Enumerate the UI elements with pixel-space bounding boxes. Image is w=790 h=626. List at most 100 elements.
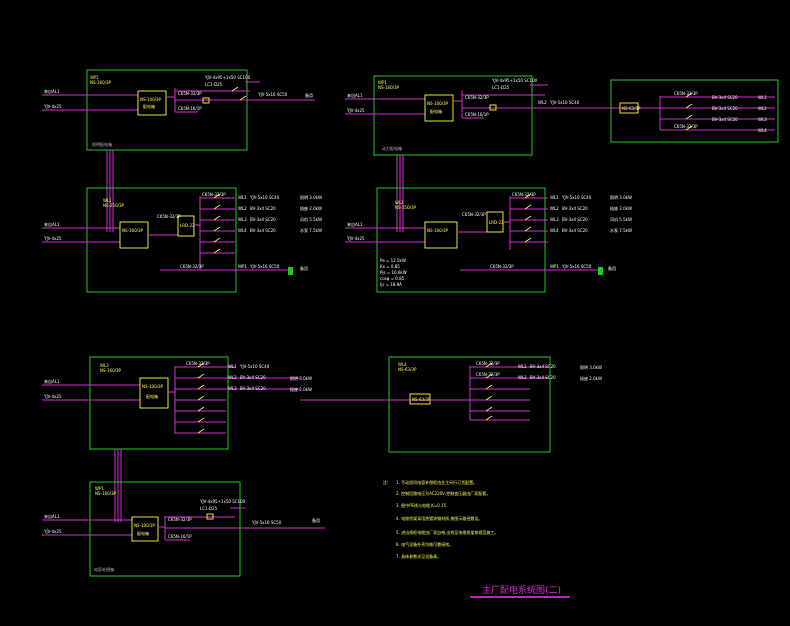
panel-rating: NS-160/3P (378, 85, 400, 90)
feeder-label: WL2 (758, 106, 767, 111)
branch-breaker-label: C65N-32/3P (178, 91, 202, 96)
incoming-cable: YJV-4x25 (43, 236, 62, 241)
cable-label: YJV-4x95+1x50 SC100 (491, 78, 538, 83)
branch-label: C65N-32/3P (490, 264, 514, 269)
feeder-label: WP1 (238, 264, 247, 269)
load-label: 水泵 7.5kW (610, 227, 632, 233)
contactor-label: LC1-D25 (492, 85, 510, 90)
cable-label: YJV-5x16 SC50 (561, 264, 592, 269)
note-item: 3. 图中PE线与电缆,K=0.15 (396, 502, 447, 508)
incoming-cable: YJV-4x25 (346, 108, 365, 113)
feeder-label: WL4 (238, 228, 247, 233)
param-pjs: Pjs = 10.6kW (380, 270, 407, 275)
feeder-label: WL1 (238, 195, 247, 200)
load-label: 水泵 7.5kW (300, 227, 322, 233)
load-label: 风机 5.5kW (300, 216, 322, 222)
feeder-label: WL4 (550, 228, 559, 233)
panel-frame (388, 356, 551, 453)
main-breaker-label: NS-160/3P (427, 228, 449, 233)
note-item: 6. 电气设备外壳均做可靠接地。 (396, 541, 453, 547)
panel-frame (610, 79, 779, 143)
feeder-label: WL2 (228, 375, 237, 380)
branch-label: C65N-32/3P (168, 517, 192, 522)
branch-label: C65N-32/3P (476, 361, 500, 366)
feeder-cable-label: YJV-5x10 SC40 (549, 100, 580, 105)
branch-label: C65N-32/3P (202, 192, 226, 197)
note-item: 4. 电缆桥架采用热镀锌钢材质,按图示路径敷设。 (396, 515, 482, 521)
cable-label: BV-3x4 SC20 (562, 217, 588, 222)
main-breaker-box (119, 221, 149, 249)
load-label: 插座 2.0kW (610, 205, 632, 211)
cable-label: BV-3x4 SC20 (530, 364, 556, 369)
load-label: 插座 2.0kW (300, 205, 322, 211)
cable-label: BV-3x4 SC20 (562, 228, 588, 233)
main-breaker-label: NS-100/3P (427, 101, 449, 106)
note-item: 1. 手动投切电容补偿柜由业主另行订货配置。 (396, 479, 477, 485)
branch-label: C65N-32/3P (186, 361, 210, 366)
branch-label: C65N-32/3P (157, 214, 181, 219)
note-item: 7. 具体参数详见设备表。 (396, 553, 441, 559)
panel-rating: NS-160/3P (95, 491, 117, 496)
panel-code: WL1 (103, 198, 112, 203)
panel-caption: 动力配电箱 (382, 145, 402, 151)
panel-upper-left: WP1 NS-160/3P 来自AL1 YJV-4x25 NS-100/3P 配… (42, 69, 315, 151)
branch-label: C65N-32/3P (462, 212, 486, 217)
feeder-label: WL2 (238, 206, 247, 211)
panel-code: WP1 (90, 75, 99, 80)
panel-upper-right: NS-63/3P C65N-32/3P BV-3x4 SC20 BV-3x4 S… (610, 79, 779, 143)
feeder-label: WL3 (228, 386, 237, 391)
cable-label: YJV-5x16 SC50 (249, 264, 280, 269)
note-item: 2. 控制回路电压为AC220V,控制变压器由厂家配套。 (396, 490, 490, 496)
contactor-label: LC1-D25 (205, 82, 223, 87)
cable-label: BV-3x4 SC20 (712, 117, 738, 122)
cable-label: BV-3x4 SC20 (712, 95, 738, 100)
panel-mid-2: WL2 NS-250/3P 来自AL1 YJV-4x25 NS-160/3P L… (345, 187, 632, 293)
cable-label: BV-3x4 SC20 (562, 206, 588, 211)
load-label: 备用 (312, 517, 320, 523)
panel-lower-mid: WL4 NS-63/3P NS-63/3P C65N-32/3P C65N-32… (388, 356, 602, 453)
main-breaker-box (424, 221, 458, 249)
feeder-label: WL3 (758, 117, 767, 122)
param-cos: cosφ = 0.85 (380, 276, 405, 281)
drawing-title-block: 主厂配电系统图(二) (470, 584, 570, 598)
panel-lower-left: WL3 NS-160/3P 来自AL1 YJV-4x25 NS-100/3P 配… (42, 356, 312, 450)
feeder-label: WL3 (238, 217, 247, 222)
load-label: 照明 3.0kW (580, 365, 602, 370)
panel-code: WP1 (95, 486, 104, 491)
load-label: 照明 3.0kW (300, 195, 322, 200)
panel-caption: 照明配电箱 (92, 141, 112, 147)
feeder-label: WL2 (538, 100, 547, 105)
main-breaker-label: NS-100/3P (140, 97, 162, 102)
box-type-label: 配电箱 (146, 393, 158, 399)
param-kx: Kx = 0.85 (380, 264, 400, 269)
panel-upper-mid: WP1 NS-160/3P 来自AL1 YJV-4x25 NS-100/3P 配… (345, 75, 620, 156)
panel-frame (89, 481, 241, 577)
feeder-label: WP1 (550, 264, 559, 269)
panel-rating: NS-160/3P (90, 80, 112, 85)
box-type-label: 配电箱 (143, 103, 155, 109)
feeder-label: WL1 (550, 195, 559, 200)
notes-block: 注: 1. 手动投切电容补偿柜由业主另行订货配置。 2. 控制回路电压为AC22… (383, 479, 498, 559)
load-label: 插座 2.0kW (580, 375, 602, 381)
branch2-label: C65N-16/1P (465, 112, 489, 117)
main-breaker-label: NS-160/3P (122, 228, 144, 233)
load-label: 备用 (608, 265, 616, 271)
main-breaker-box (137, 90, 167, 116)
load-label: 备用 (305, 92, 313, 98)
cable-label: YJV-5x10 SC40 (561, 195, 592, 200)
panel-caption: 电容补偿箱 (94, 566, 114, 572)
panel-code: WP1 (378, 80, 387, 85)
cable-label: BV-3x4 SC20 (240, 386, 266, 391)
branch-label: C65N-32/3P (180, 264, 204, 269)
cable-label: BV-3x4 SC20 (250, 217, 276, 222)
incoming-cable: YJV-4x25 (43, 104, 62, 109)
feeder-cable-label: YJV-5x16 SC50 (251, 520, 282, 525)
incoming-cable: YJV-4x25 (346, 236, 365, 241)
cable-label: BV-3x4 SC20 (240, 375, 266, 380)
panel-bottom-left: WP1 NS-160/3P 来自AL1 YJV-4x25 NS-100/3P 配… (42, 481, 325, 577)
cable-label: YJV-4x95+1x50 SC100 (204, 75, 251, 80)
feeder-label: WL3 (550, 217, 559, 222)
panel-frame (86, 187, 237, 293)
main-breaker-label: NS-100/3P (134, 523, 156, 528)
